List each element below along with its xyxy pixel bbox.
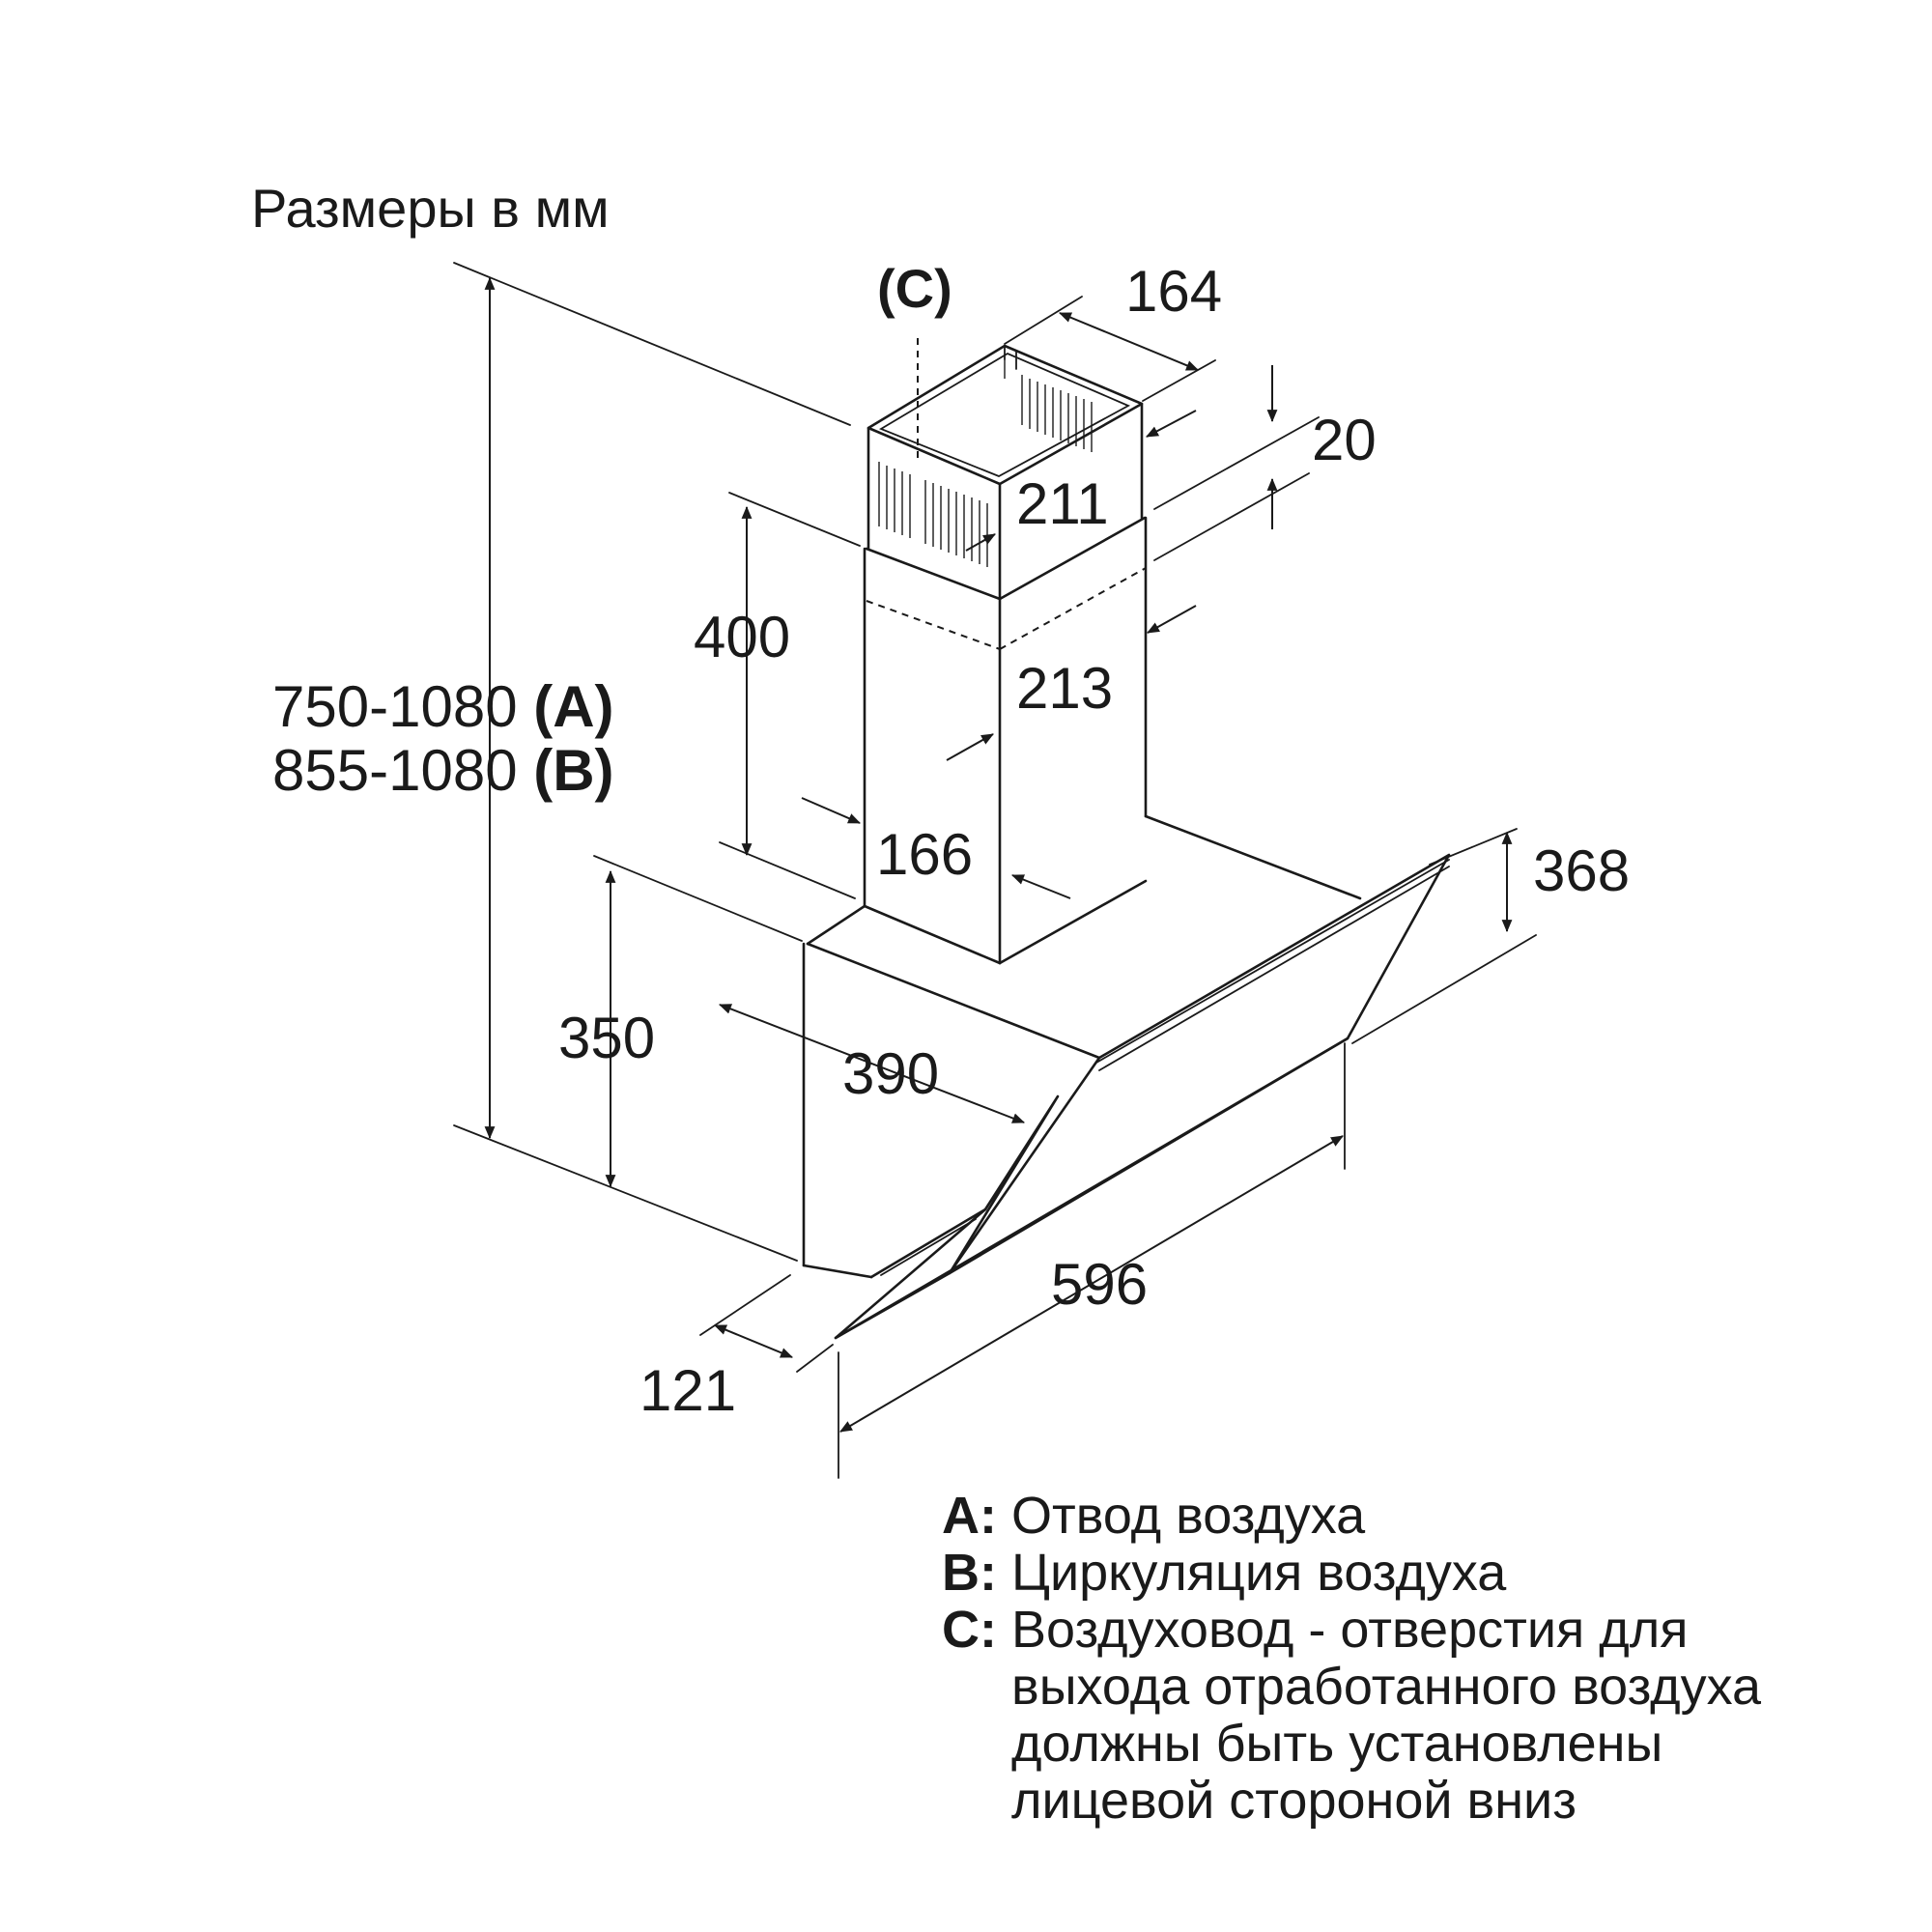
hood-bottom-edge bbox=[802, 1264, 873, 1279]
legend-text-a: Отвод воздуха bbox=[1011, 1487, 1366, 1545]
dim-duct-width-bottom: 166 bbox=[876, 822, 973, 887]
dim-duct-depth-bottom-arrow2 bbox=[946, 733, 994, 761]
dim-base-depth: 121 bbox=[639, 1358, 736, 1423]
duct-vent-slots-back bbox=[1021, 375, 1093, 452]
dimension-lines bbox=[484, 276, 1513, 1433]
dim-body-height: 350 bbox=[558, 1006, 655, 1070]
units-title: Размеры в мм bbox=[251, 178, 610, 239]
dim-total-height-b: 855-1080 (B) bbox=[272, 738, 614, 803]
duct-top-inner-rim bbox=[878, 352, 1131, 477]
legend: A: Отвод воздуха B: Циркуляция воздуха C… bbox=[942, 1488, 1869, 1830]
dim-duct-depth-top: 211 bbox=[1016, 471, 1109, 536]
duct-bottom-right bbox=[998, 879, 1148, 965]
dim-duct-depth-bottom-arrow bbox=[1147, 605, 1197, 634]
dim-duct-height: 400 bbox=[694, 605, 790, 669]
dim-duct-depth-top-arrow bbox=[1146, 410, 1197, 438]
chimney-duct bbox=[863, 338, 1148, 965]
hood-front-lip bbox=[834, 1094, 1060, 1340]
legend-item-a: A: Отвод воздуха bbox=[942, 1488, 1869, 1545]
dim-duct-depth-top-arrow2 bbox=[965, 533, 996, 552]
glass-panel-top-bevel bbox=[1098, 866, 1450, 1071]
extension-lines bbox=[453, 262, 1537, 1479]
legend-item-c: C: Воздуховод - отверстия для выхода отр… bbox=[942, 1602, 1869, 1830]
dim-duct-width-line bbox=[1058, 312, 1200, 371]
duct-overlap-left bbox=[866, 600, 1001, 650]
legend-key-a: A: bbox=[942, 1487, 997, 1545]
chimney-label: (C) bbox=[877, 258, 952, 319]
dim-total-height-a-key: (A) bbox=[533, 674, 613, 739]
glass-panel bbox=[948, 853, 1451, 1275]
hood-wall-plate-top bbox=[806, 904, 867, 946]
dim-duct-width-bottom-arrow bbox=[801, 797, 861, 824]
dim-body-depth-line bbox=[718, 1004, 1026, 1123]
duct-bottom-left bbox=[863, 904, 1002, 965]
glass-panel-bevel-2 bbox=[1095, 859, 1450, 1064]
duct-vent-slots-left bbox=[878, 462, 988, 567]
dim-duct-width: 164 bbox=[1125, 259, 1222, 324]
legend-text-c: Воздуховод - отверстия для выхода отрабо… bbox=[1011, 1601, 1762, 1830]
dim-duct-depth-bottom: 213 bbox=[1016, 656, 1113, 721]
hood-left-top-edge bbox=[806, 942, 1101, 1060]
dim-total-height-b-value: 855-1080 bbox=[272, 738, 518, 803]
dim-gap: 20 bbox=[1312, 408, 1377, 472]
dim-hood-width: 596 bbox=[1051, 1252, 1148, 1317]
duct-joint-left bbox=[865, 547, 1002, 601]
duct-overlap-right bbox=[999, 567, 1147, 650]
dim-total-height-a-value: 750-1080 bbox=[272, 674, 518, 739]
duct-joint-right bbox=[998, 516, 1147, 601]
dim-total-height-b-key: (B) bbox=[533, 738, 613, 803]
dim-total-height-a: 750-1080 (A) bbox=[272, 674, 614, 739]
dim-duct-width-bottom-arrow2 bbox=[1010, 874, 1071, 899]
legend-key-c: C: bbox=[942, 1601, 997, 1659]
legend-key-b: B: bbox=[942, 1544, 997, 1602]
hood-top-back-edge bbox=[1144, 814, 1362, 900]
legend-text-b: Циркуляция воздуха bbox=[1011, 1544, 1507, 1602]
dim-body-depth: 390 bbox=[842, 1041, 939, 1106]
dim-hood-width-line bbox=[839, 1135, 1344, 1433]
dim-base-depth-line bbox=[713, 1324, 794, 1358]
dim-panel-height: 368 bbox=[1533, 838, 1630, 903]
legend-item-b: B: Циркуляция воздуха bbox=[942, 1545, 1869, 1602]
